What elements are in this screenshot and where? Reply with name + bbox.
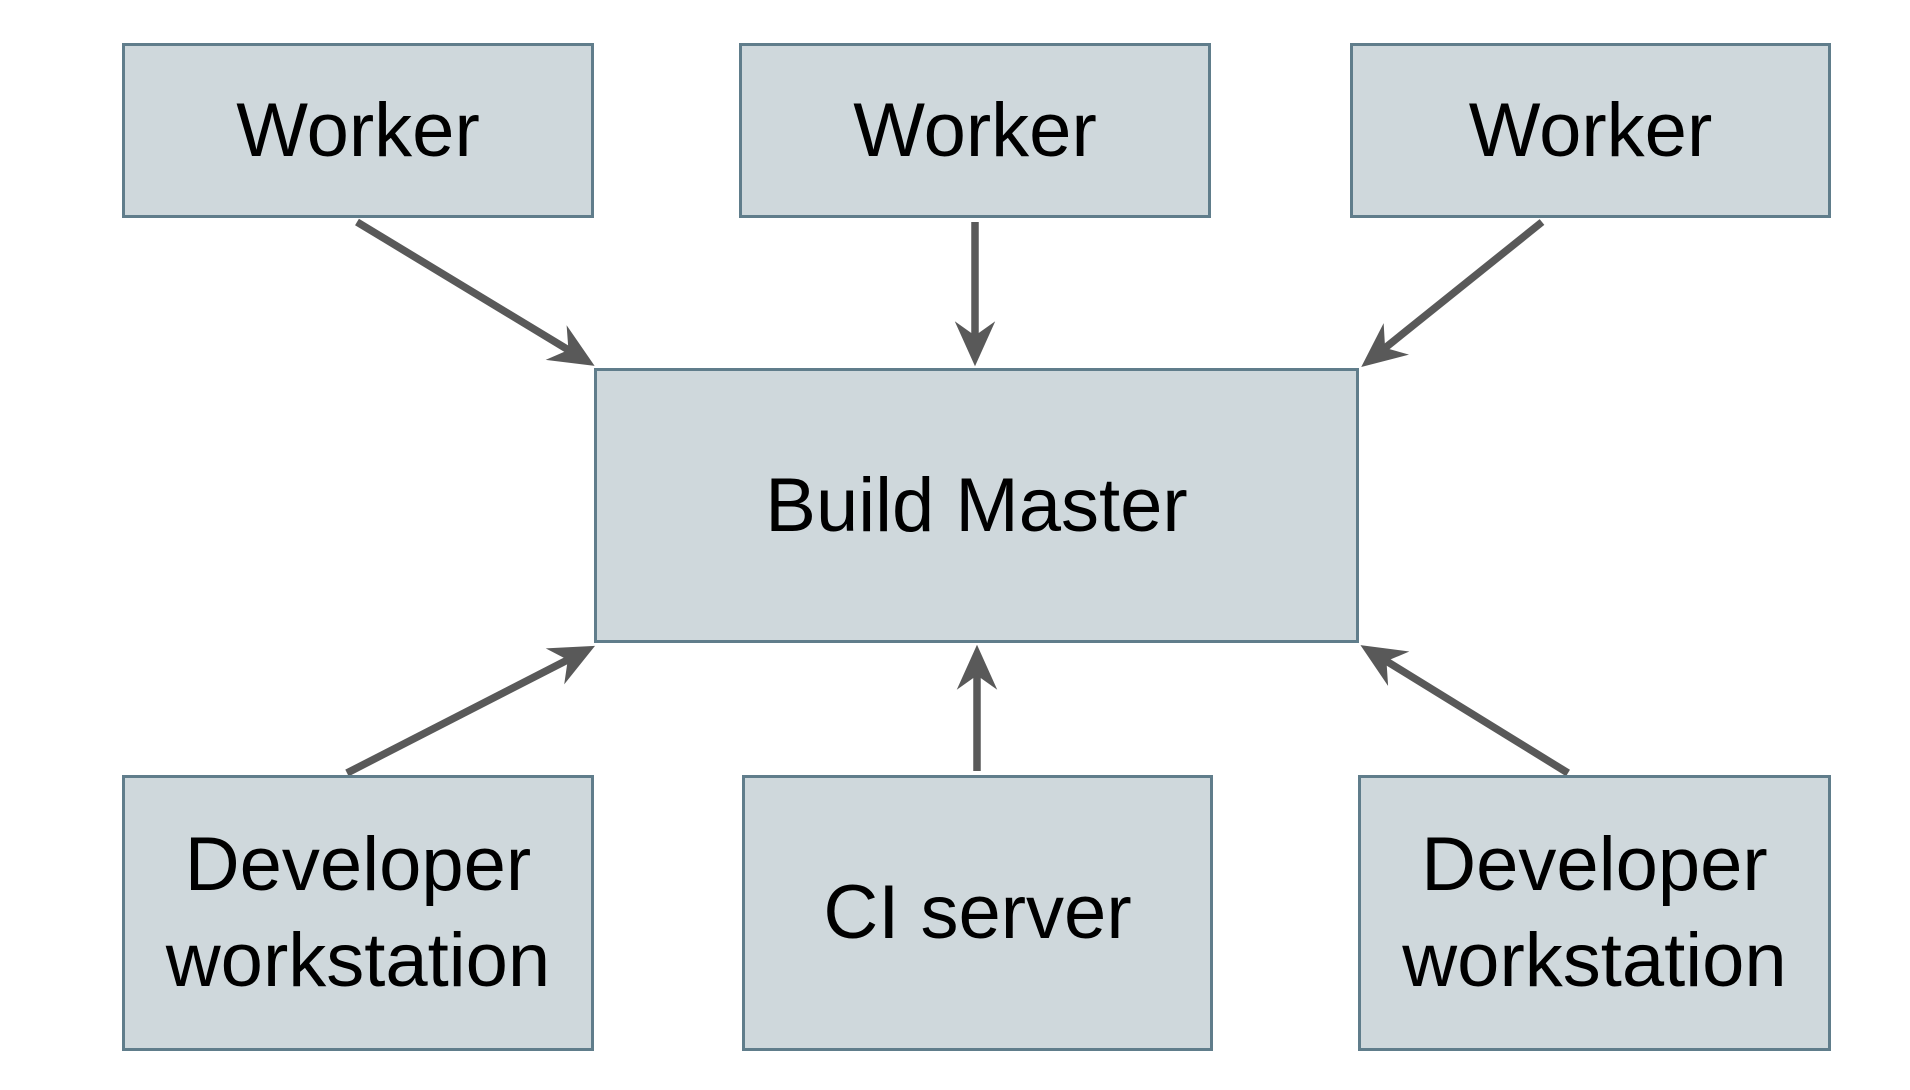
node-developer-workstation-2: Developer workstation bbox=[1358, 775, 1831, 1051]
node-worker-2: Worker bbox=[739, 43, 1211, 218]
arrow-worker-3-to-build-master bbox=[1361, 219, 1545, 368]
node-label-worker-2: Worker bbox=[853, 87, 1097, 173]
node-label-ci-server: CI server bbox=[823, 870, 1132, 956]
node-label-worker-3: Worker bbox=[1468, 87, 1713, 173]
arrow-developer-workstation-2-to-build-master bbox=[1360, 645, 1570, 777]
node-label-developer-workstation-1: Developer workstation bbox=[165, 822, 551, 1003]
node-label-worker-1: Worker bbox=[236, 87, 480, 173]
node-build-master: Build Master bbox=[594, 368, 1359, 643]
node-worker-1: Worker bbox=[122, 43, 594, 218]
node-worker-3: Worker bbox=[1350, 43, 1831, 218]
node-label-build-master: Build Master bbox=[765, 462, 1188, 548]
node-ci-server: CI server bbox=[742, 775, 1213, 1051]
arrow-developer-workstation-1-to-build-master bbox=[345, 645, 596, 777]
node-developer-workstation-1: Developer workstation bbox=[122, 775, 594, 1051]
node-label-developer-workstation-2: Developer workstation bbox=[1402, 822, 1787, 1003]
arrow-worker-1-to-build-master bbox=[355, 218, 595, 366]
